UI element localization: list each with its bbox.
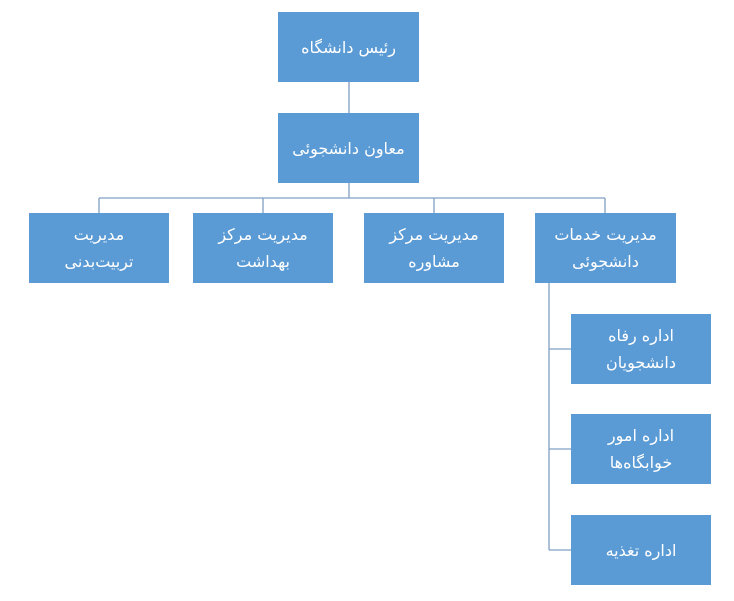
node-label-line1: اداره رفاه — [608, 326, 674, 345]
node-label-line1: مدیریت مرکز — [218, 225, 308, 244]
node-label-line2: مشاوره — [408, 252, 460, 271]
node-label-line1: مدیریت — [73, 225, 125, 244]
node-label-line2: دانشجویان — [606, 353, 676, 372]
node-label: معاون دانشجوئی — [292, 138, 405, 158]
node-label-line2: بهداشت — [236, 252, 290, 271]
node-label-line2: خوابگاه‌ها — [609, 453, 673, 472]
node-label-line2: تربیت‌بدنی — [64, 252, 134, 271]
node-label-line1: مدیریت مرکز — [389, 225, 479, 244]
node-university-president: رئیس دانشگاه — [278, 12, 419, 82]
node-student-deputy: معاون دانشجوئی — [278, 113, 419, 183]
node-label-line1: مدیریت خدمات — [554, 225, 657, 244]
node-physical-education: مدیریت تربیت‌بدنی — [29, 213, 169, 283]
node-label: اداره تغذیه — [605, 540, 677, 560]
node-label: رئیس دانشگاه — [301, 37, 396, 57]
node-counseling-center: مدیریت مرکز مشاوره — [364, 213, 504, 283]
node-student-welfare: اداره رفاه دانشجویان — [571, 314, 711, 384]
node-label-line2: دانشجوئی — [572, 252, 639, 271]
node-student-services: مدیریت خدمات دانشجوئی — [535, 213, 676, 283]
node-health-center: مدیریت مرکز بهداشت — [193, 213, 333, 283]
node-label-line1: اداره امور — [607, 426, 675, 445]
node-nutrition-office: اداره تغذیه — [571, 515, 711, 585]
node-dormitory-affairs: اداره امور خوابگاه‌ها — [571, 414, 711, 484]
